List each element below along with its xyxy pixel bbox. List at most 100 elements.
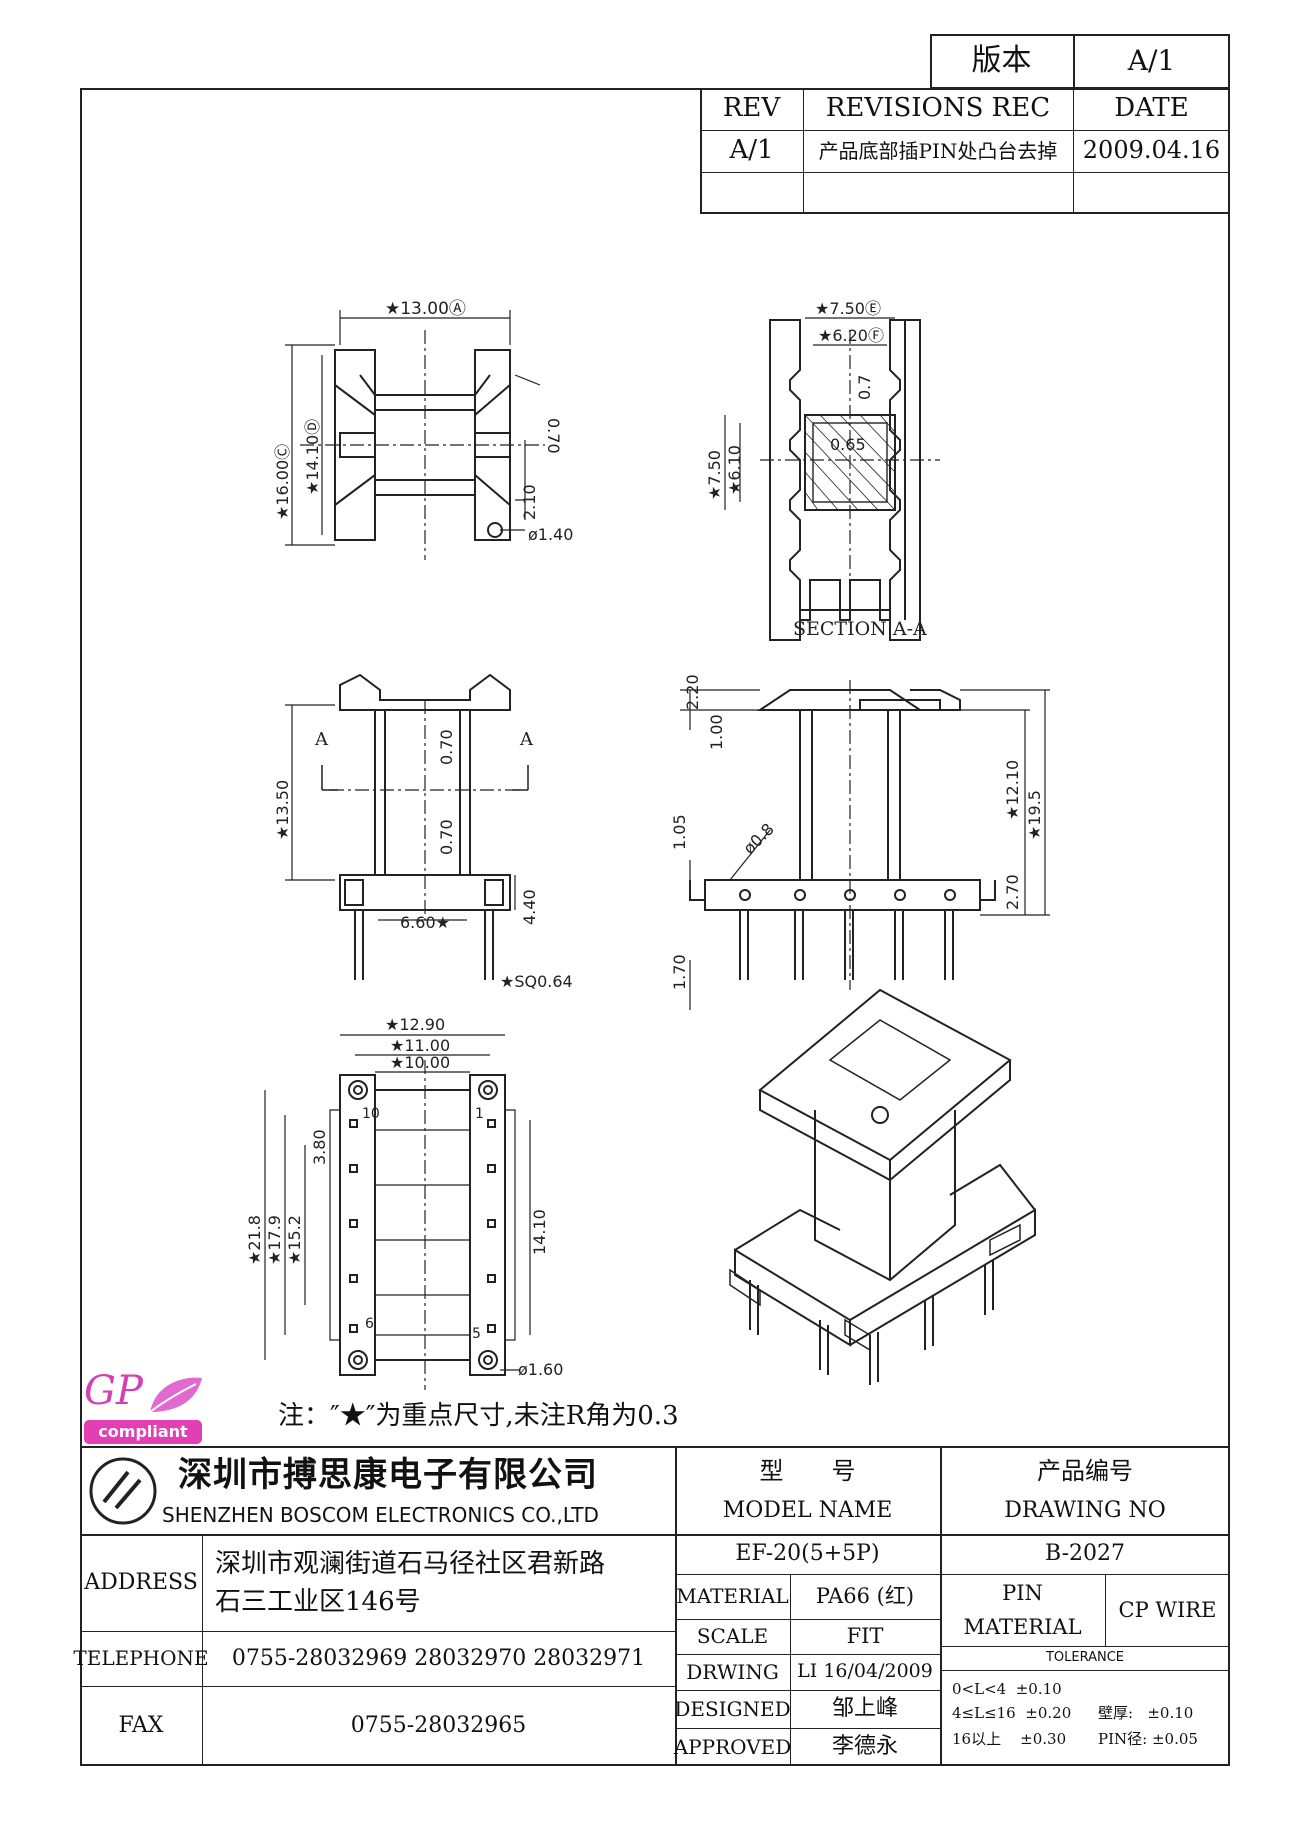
dim-7-50-e: ★7.50Ⓔ [815, 299, 881, 318]
company-name-en: SHENZHEN BOSCOM ELECTRONICS CO.,LTD [162, 1503, 599, 1527]
gp-logo-compliant: compliant [84, 1420, 202, 1444]
pin-1-label: 1 [475, 1106, 484, 1122]
drawing-note: 注：″★″为重点尺寸,未注R角为0.3 [278, 1401, 679, 1431]
address-label: ADDRESS [84, 1569, 198, 1595]
dim-0-70-l: 0.70 [437, 729, 456, 765]
dim-19-5: ★19.5 [1025, 790, 1044, 840]
pin-material-value: CP WIRE [1118, 1597, 1217, 1622]
bottom-view: ★12.90 ★11.00 ★10.00 ★21.8 ★17.9 ★15.2 3… [245, 1015, 563, 1390]
tolerance-pin: PIN径: ±0.05 [1098, 1730, 1198, 1749]
material-label: MATERIAL [676, 1584, 789, 1608]
designed-value: 邹上峰 [831, 1696, 898, 1722]
fax-label: FAX [118, 1713, 164, 1739]
dim-3-80: 3.80 [310, 1129, 329, 1165]
dim-21-8: ★21.8 [245, 1215, 264, 1265]
company-name-cn: 深圳市搏思康电子有限公司 [178, 1454, 598, 1495]
dim-7-50-g: ★7.50 [705, 450, 724, 500]
model-name-en: MODEL NAME [722, 1498, 893, 1524]
top-view: ★13.00Ⓐ 0.70 ★16.00Ⓒ ★14.10Ⓓ 2.10 ø1.40 [273, 299, 573, 560]
model-value: EF-20(5+5P) [735, 1541, 880, 1567]
address-line1: 深圳市观澜街道石马径社区君新路 [215, 1549, 606, 1580]
model-name-cn: 型 号 [759, 1457, 856, 1486]
rev-row1-rev: A/1 [729, 135, 774, 166]
dim-1-00: 1.00 [707, 714, 726, 750]
designed-label: DESIGNED [674, 1696, 791, 1721]
telephone-label: TELEPHONE [73, 1646, 209, 1670]
tolerance-wall: 壁厚: ±0.10 [1098, 1704, 1194, 1723]
version-value: A/1 [1127, 44, 1176, 78]
rev-row1-date: 2009.04.16 [1082, 136, 1221, 165]
dim-hole-1-40: ø1.40 [528, 525, 573, 544]
leaf-icon [149, 1377, 202, 1413]
approved-label: APPROVED [673, 1734, 792, 1759]
title-block: 深圳市搏思康电子有限公司 SHENZHEN BOSCOM ELECTRONICS… [73, 1446, 1230, 1766]
telephone-value: 0755-28032969 28032970 28032971 [231, 1645, 646, 1671]
pin-5-label: 5 [472, 1326, 481, 1342]
dim-hole-1-60: ø1.60 [518, 1360, 563, 1379]
dim-0-65: 0.65 [830, 435, 866, 454]
scale-label: SCALE [696, 1624, 769, 1648]
drwing-value: LI 16/04/2009 [797, 1660, 933, 1683]
section-a-left: A [314, 729, 329, 750]
tolerance-row-3: 16以上 ±0.30 [952, 1730, 1067, 1749]
dim-16-00: ★16.00Ⓒ [273, 444, 292, 520]
scale-value: FIT [846, 1624, 884, 1649]
rev-rec-header: REVISIONS REC [825, 93, 1051, 124]
dim-0-8: ø0.8 [739, 819, 777, 857]
dim-6-10: ★6.10 [725, 445, 744, 495]
dim-1-70: 1.70 [670, 954, 689, 990]
dim-12-90: ★12.90 [385, 1015, 445, 1034]
dim-14-10: ★14.10Ⓓ [303, 419, 322, 495]
dim-0-70-b: 0.70 [544, 418, 563, 454]
fax-value: 0755-28032965 [350, 1713, 527, 1739]
drawing-no-value: B-2027 [1045, 1541, 1125, 1567]
pin-material-label-2: MATERIAL [963, 1614, 1082, 1639]
side-view: 2.20 1.00 ★12.10 ★19.5 2.70 1.05 ø0.8 1.… [670, 674, 1050, 1010]
drawing-no-en: DRAWING NO [1004, 1498, 1166, 1524]
pin-10-label: 10 [362, 1106, 380, 1122]
dim-4-40: 4.40 [520, 889, 539, 925]
pin-6-label: 6 [365, 1316, 374, 1332]
gp-compliant-logo: GP compliant [82, 1368, 212, 1448]
dim-2-10: 2.10 [520, 484, 539, 520]
dim-1-05: 1.05 [670, 814, 689, 850]
dim-13-00: ★13.00Ⓐ [385, 299, 466, 319]
company-logo-icon [89, 1457, 157, 1525]
dim-17-9: ★17.9 [265, 1215, 284, 1265]
drawing-no-cn: 产品编号 [1037, 1457, 1133, 1486]
dim-sq-0-64: ★SQ0.64 [500, 972, 573, 991]
dim-2-70: 2.70 [1003, 874, 1022, 910]
version-label: 版本 [971, 43, 1032, 79]
material-value: PA66 (红) [815, 1584, 915, 1609]
dim-14-10-b: 14.10 [530, 1209, 549, 1255]
drwing-label: DRWING [686, 1659, 779, 1684]
technical-drawing: ★13.00Ⓐ 0.70 ★16.00Ⓒ ★14.10Ⓓ 2.10 ø1.40 … [245, 299, 1050, 1390]
dim-6-20-f: ★6.20Ⓕ [818, 326, 884, 345]
front-view: A A ★13.50 0.70 0.70 4.40 6.60★ ★SQ0.64 [273, 673, 573, 991]
section-label: SECTION A-A [793, 618, 927, 640]
tolerance-row-2: 4≤L≤16 ±0.20 [952, 1704, 1072, 1723]
dim-11-00: ★11.00 [390, 1036, 450, 1055]
dim-15-2: ★15.2 [285, 1215, 304, 1265]
gp-logo-text: GP [84, 1368, 143, 1414]
dim-12-10: ★12.10 [1003, 760, 1022, 820]
approved-value: 李德永 [831, 1734, 898, 1760]
rev-row1-rec: 产品底部插PIN处凸台去掉 [818, 138, 1058, 163]
isometric-view [729, 988, 1036, 1385]
pin-material-label-1: PIN [1002, 1580, 1043, 1605]
dim-0-7: 0.7 [855, 375, 874, 400]
drawing-frame [80, 88, 1230, 1766]
dim-13-50: ★13.50 [273, 780, 292, 840]
dim-10-00: ★10.00 [390, 1053, 450, 1072]
rev-date-header: DATE [1114, 93, 1189, 124]
section-view: ★7.50Ⓔ ★6.20Ⓕ 0.7 0.65 ★7.50 ★6.10 SECTI… [705, 299, 940, 641]
rev-header: REV [722, 93, 781, 124]
dim-0-70-lower: 0.70 [437, 819, 456, 855]
dim-6-60: 6.60★ [400, 913, 450, 932]
address-line2: 石三工业区146号 [215, 1587, 421, 1618]
revisions-table: REV REVISIONS REC DATE A/1 产品底部插PIN处凸台去掉… [700, 88, 1230, 214]
tolerance-label: TOLERANCE [1045, 1649, 1125, 1665]
section-a-right: A [519, 729, 534, 750]
dim-2-20: 2.20 [683, 674, 702, 710]
tolerance-row-1: 0<L<4 ±0.10 [952, 1680, 1062, 1699]
